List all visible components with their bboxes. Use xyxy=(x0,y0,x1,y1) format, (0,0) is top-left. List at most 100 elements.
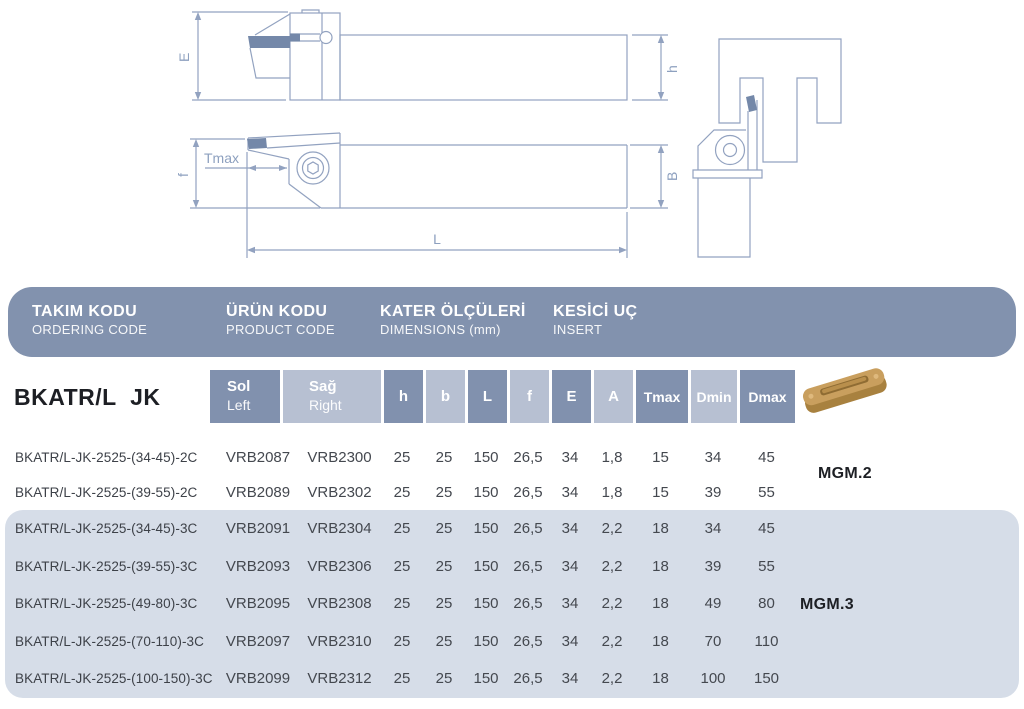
technical-drawings: E h f Tmax xyxy=(175,9,842,258)
cell-b: 25 xyxy=(435,484,453,501)
cell-sol-code: VRB2087 xyxy=(225,449,291,466)
col-header-sag: Sağ Right xyxy=(283,370,381,423)
top-view-drawing: f Tmax B L xyxy=(175,132,680,258)
cell-sol-code: VRB2099 xyxy=(225,670,291,688)
cell-ordering-code: BKATR/L-JK-2525-(34-45)-3C xyxy=(15,521,198,537)
cell-h: 25 xyxy=(393,670,411,688)
header-dimensions: KATER ÖLÇÜLERİ DIMENSIONS (mm) xyxy=(380,302,526,338)
cell-E: 34 xyxy=(561,595,579,613)
dim-label-B: B xyxy=(664,172,680,181)
cell-ordering-code: BKATR/L-JK-2525-(39-55)-2C xyxy=(15,485,198,500)
insert-application-view xyxy=(746,95,757,112)
col-header-L: L xyxy=(468,370,507,423)
cell-Dmin: 34 xyxy=(704,449,722,466)
clamp-screw-front xyxy=(714,134,746,166)
insert-side-view xyxy=(248,36,290,48)
cell-h: 25 xyxy=(393,557,411,575)
table-column-headers: Sol Left Sağ Right h b L f E A Tmax Dmin… xyxy=(210,370,795,423)
cell-E: 34 xyxy=(561,520,579,538)
cell-sag-code: VRB2310 xyxy=(307,632,372,650)
cell-sag-code: VRB2300 xyxy=(307,449,372,466)
col-header-sol: Sol Left xyxy=(210,370,280,423)
header-ordering-code: TAKIM KODU ORDERING CODE xyxy=(32,302,147,338)
insert-top-view xyxy=(247,138,267,149)
cell-sol-code: VRB2097 xyxy=(225,632,291,650)
cell-sol-code: VRB2095 xyxy=(225,595,291,613)
cell-b: 25 xyxy=(435,449,453,466)
table-row: BKATR/L-JK-2525-(70-110)-3C VRB2097 VRB2… xyxy=(0,623,796,661)
cell-Tmax: 18 xyxy=(652,520,669,538)
table-row: BKATR/L-JK-2525-(100-150)-3C VRB2099 VRB… xyxy=(0,660,796,698)
cell-h: 25 xyxy=(393,595,411,613)
cell-E: 34 xyxy=(561,557,579,575)
dim-label-h: h xyxy=(664,65,680,73)
col-header-sublabel: Left xyxy=(227,397,251,414)
cell-b: 25 xyxy=(435,595,453,613)
cell-sag-code: VRB2312 xyxy=(307,670,372,688)
header-subtitle: PRODUCT CODE xyxy=(226,322,335,337)
cell-sag-code: VRB2304 xyxy=(307,520,372,538)
cell-h: 25 xyxy=(393,449,411,466)
cell-Dmin: 39 xyxy=(704,557,722,575)
table-row: BKATR/L-JK-2525-(34-45)-3C VRB2091 VRB23… xyxy=(0,510,796,548)
cell-Dmin: 49 xyxy=(704,595,722,613)
cell-L: 150 xyxy=(473,670,499,688)
cell-L: 150 xyxy=(473,484,499,501)
cell-E: 34 xyxy=(561,632,579,650)
table-row: BKATR/L-JK-2525-(49-80)-3C VRB2095 VRB23… xyxy=(0,585,796,623)
cell-Dmax: 55 xyxy=(758,484,775,501)
cell-A: 1,8 xyxy=(601,484,623,501)
cell-ordering-code: BKATR/L-JK-2525-(70-110)-3C xyxy=(15,633,205,649)
cell-Dmin: 100 xyxy=(700,670,726,688)
cell-ordering-code: BKATR/L-JK-2525-(39-55)-3C xyxy=(15,558,198,574)
side-view-drawing: E h xyxy=(176,9,680,101)
col-header-label: Sağ xyxy=(309,378,337,396)
cell-f: 26,5 xyxy=(513,449,543,466)
table-row: BKATR/L-JK-2525-(39-55)-3C VRB2093 VRB23… xyxy=(0,548,796,586)
header-insert: KESİCİ UÇ INSERT xyxy=(553,302,638,338)
cell-Tmax: 18 xyxy=(652,670,669,688)
header-title: KESİCİ UÇ xyxy=(553,303,638,320)
col-header-Dmax: Dmax xyxy=(740,370,795,423)
cell-Dmax: 45 xyxy=(758,520,775,538)
cell-b: 25 xyxy=(435,520,453,538)
cell-Dmax: 55 xyxy=(758,557,775,575)
col-header-b: b xyxy=(426,370,465,423)
table-row: BKATR/L-JK-2525-(34-45)-2C VRB2087 VRB23… xyxy=(0,440,796,475)
cell-h: 25 xyxy=(393,632,411,650)
insert-group-label-mgm2: MGM.2 xyxy=(818,465,872,482)
dim-label-L: L xyxy=(433,231,441,247)
cell-f: 26,5 xyxy=(513,520,543,538)
application-view-drawing xyxy=(692,38,842,258)
cell-Tmax: 18 xyxy=(652,595,669,613)
cell-sol-code: VRB2089 xyxy=(225,484,291,501)
cell-sag-code: VRB2302 xyxy=(307,484,372,501)
screw-end-circle xyxy=(319,30,333,45)
cell-Tmax: 18 xyxy=(652,557,669,575)
header-title: ÜRÜN KODU xyxy=(226,303,328,320)
cell-L: 150 xyxy=(473,595,499,613)
carbide-insert-image xyxy=(802,368,887,413)
cell-b: 25 xyxy=(435,632,453,650)
dim-label-f: f xyxy=(175,173,191,177)
cell-A: 2,2 xyxy=(601,520,623,538)
mgm3-group-highlight xyxy=(5,510,1019,698)
cell-h: 25 xyxy=(393,484,411,501)
cell-sol-code: VRB2091 xyxy=(225,520,291,538)
cell-Dmax: 80 xyxy=(758,595,775,613)
header-subtitle: INSERT xyxy=(553,322,603,337)
cell-L: 150 xyxy=(473,557,499,575)
cell-E: 34 xyxy=(561,484,579,501)
header-title: KATER ÖLÇÜLERİ xyxy=(380,303,526,320)
cell-E: 34 xyxy=(561,670,579,688)
dim-label-Tmax: Tmax xyxy=(204,150,239,166)
cell-f: 26,5 xyxy=(513,632,543,650)
workpiece-outline xyxy=(718,38,842,163)
cell-E: 34 xyxy=(561,449,579,466)
cell-L: 150 xyxy=(473,449,499,466)
cell-A: 2,2 xyxy=(601,670,623,688)
cell-L: 150 xyxy=(473,520,499,538)
header-product-code: ÜRÜN KODU PRODUCT CODE xyxy=(226,302,335,338)
col-header-f: f xyxy=(510,370,549,423)
